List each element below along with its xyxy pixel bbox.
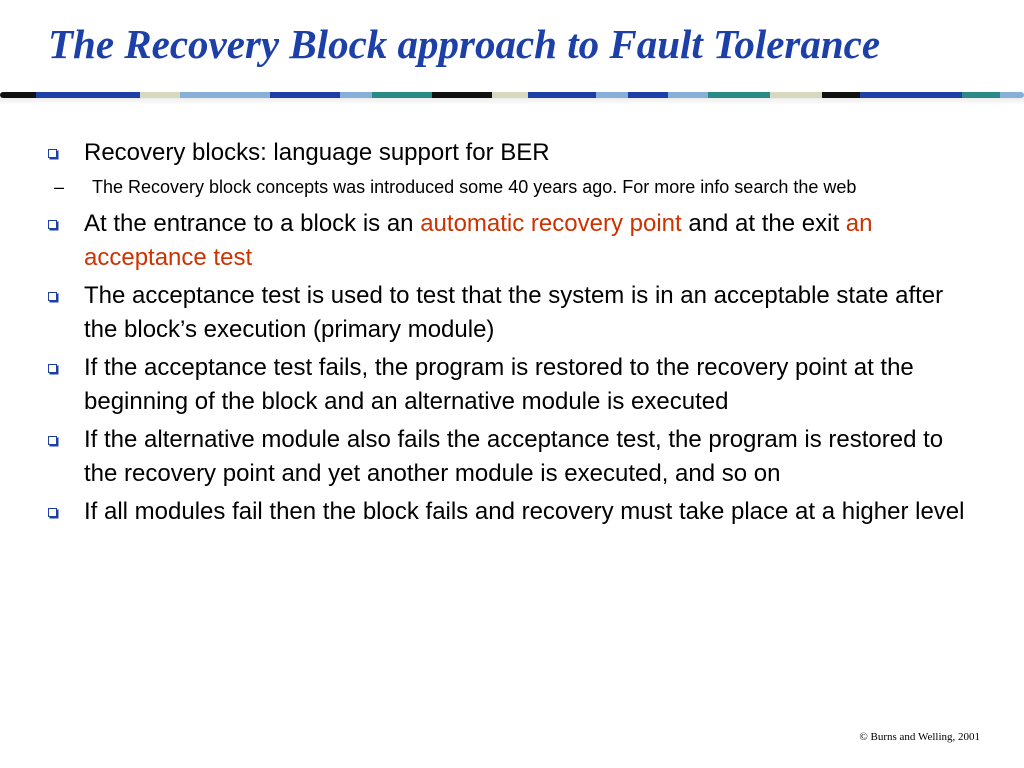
bullet-item: At the entrance to a block is an automat…	[48, 207, 968, 275]
square-bullet-icon	[48, 292, 57, 301]
bullet-item: If all modules fail then the block fails…	[48, 495, 968, 529]
square-bullet-icon	[48, 149, 57, 158]
square-bullet-icon	[48, 364, 57, 373]
bullet-item: The acceptance test is used to test that…	[48, 279, 968, 347]
bullet-list: Recovery blocks: language support for BE…	[48, 136, 968, 533]
sub-bullet-group: – The Recovery block concepts was introd…	[48, 174, 968, 201]
square-bullet-icon	[48, 220, 57, 229]
bullet-text: If the alternative module also fails the…	[84, 426, 944, 487]
square-bullet-icon	[48, 436, 57, 445]
copyright-footer: © Burns and Welling, 2001	[859, 731, 980, 743]
bullet-item: Recovery blocks: language support for BE…	[48, 136, 968, 170]
bullet-item: If the alternative module also fails the…	[48, 423, 968, 491]
sub-bullet-item: – The Recovery block concepts was introd…	[48, 174, 968, 201]
highlight-recovery-point: automatic recovery point	[420, 210, 682, 237]
divider-stripe	[0, 92, 1024, 98]
bullet-text-segment: and at the exit	[681, 210, 846, 237]
bullet-text: If all modules fail then the block fails…	[84, 498, 965, 525]
sub-bullet-list: – The Recovery block concepts was introd…	[48, 174, 968, 201]
slide-title: The Recovery Block approach to Fault Tol…	[48, 21, 881, 67]
dash-marker: –	[54, 177, 65, 197]
decorative-divider-bar	[0, 92, 1024, 106]
bullet-text: Recovery blocks: language support for BE…	[84, 139, 550, 166]
highlight-acceptance-test: an acceptance test	[84, 210, 873, 271]
bullet-text: The acceptance test is used to test that…	[84, 282, 944, 343]
bullet-text-segment: At the entrance to a block is an	[84, 210, 421, 237]
sub-bullet-text: The Recovery block concepts was introduc…	[92, 177, 857, 197]
bullet-item: If the acceptance test fails, the progra…	[48, 351, 968, 419]
square-bullet-icon	[48, 508, 57, 517]
bullet-text: If the acceptance test fails, the progra…	[84, 354, 914, 415]
